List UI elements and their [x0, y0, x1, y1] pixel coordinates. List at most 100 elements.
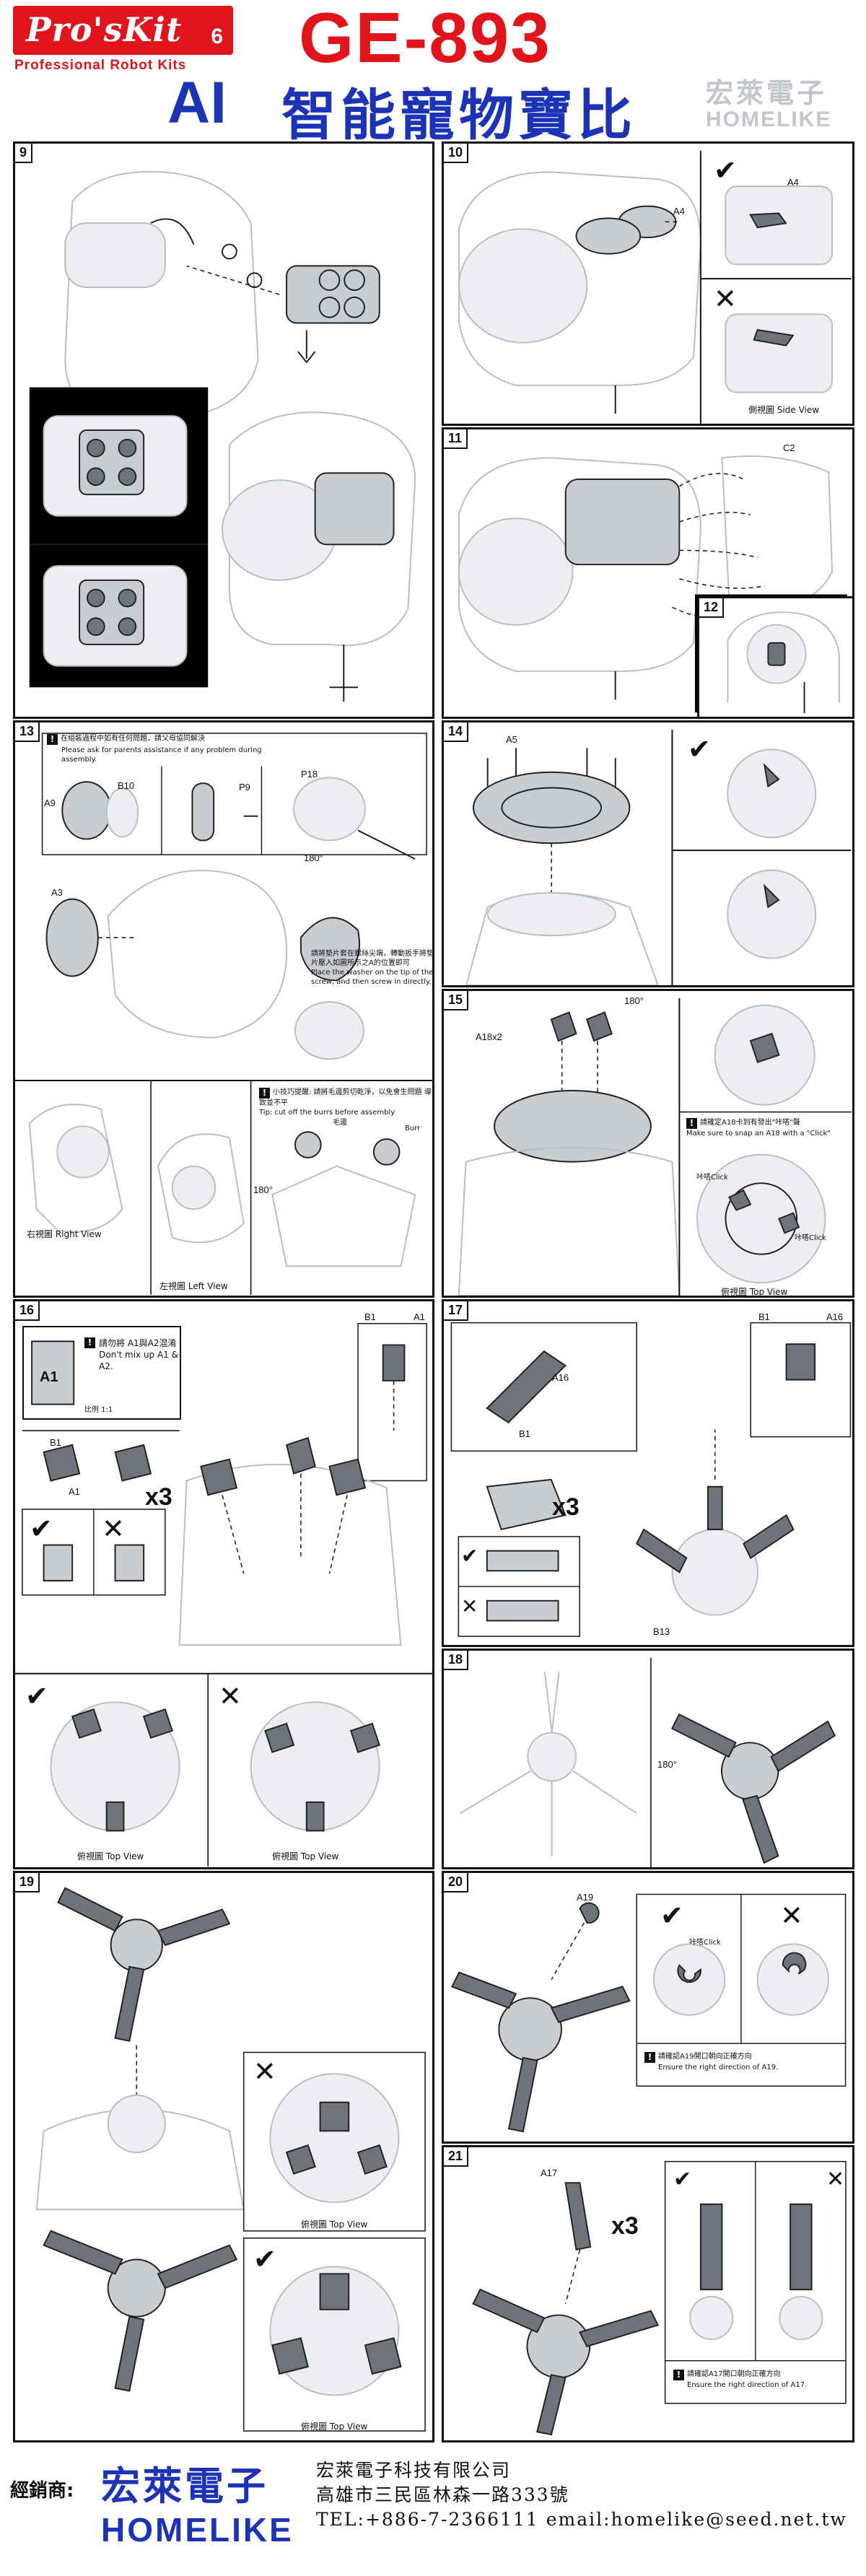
part-label-a16-2: A16	[826, 1311, 844, 1322]
part-label-p9: P9	[239, 782, 250, 793]
correct-check-icon: ✔	[25, 1680, 48, 1712]
leg-a17-illustration	[472, 2160, 847, 2436]
part-label-b10: B10	[118, 780, 135, 791]
incorrect-cross-icon: ✕	[253, 2056, 276, 2087]
model-number: GE-893	[299, 0, 551, 77]
proskit-logo: Pro'sKit 6	[13, 6, 233, 55]
step-19-panel: 19 ✕ ✔ 俯視圖 Top View 俯視圖 Top View	[13, 1871, 434, 2442]
part-label-b1-2: B1	[50, 1437, 61, 1448]
a19-note-en: Ensure the right direction of A19.	[658, 2064, 779, 2071]
correct-check-icon: ✔	[253, 2243, 276, 2275]
part-label-a3: A3	[51, 887, 63, 898]
distributor-contact: 宏萊電子科技有限公司 高雄市三民區林森一路333號 TEL:+886-7-236…	[316, 2458, 847, 2532]
distributor-label: 經銷商:	[10, 2480, 74, 2502]
part-label-a1-2: A1	[69, 1486, 80, 1497]
screw-closeup-illustration	[727, 611, 840, 714]
page-footer: 經銷商: 宏萊電子 HOMELIKE 宏萊電子科技有限公司 高雄市三民區林森一路…	[0, 2448, 866, 2576]
step-number: 15	[444, 991, 469, 1010]
a19-direction-note: !請確認A19開口朝向正確方向 Ensure the right directi…	[644, 2052, 847, 2072]
warning-icon: !	[84, 1337, 95, 1348]
scale-label: 比例 1:1	[84, 1406, 113, 1414]
step-number: 18	[444, 1651, 469, 1670]
mixup-en: Don't mix up A1 & A2.	[99, 1350, 178, 1371]
leg-a1-illustration	[15, 1322, 432, 1866]
step-16-panel: 16 A1 ! 請勿將 A1與A2混淆 Don't mix up A1 & A2…	[13, 1299, 434, 1869]
step-13-panel: 13 !在組裝過程中如有任何問題，請父母協同解決 Please ask for …	[13, 720, 434, 1298]
step-number: 14	[444, 722, 469, 742]
leg-flip-illustration	[459, 1657, 836, 1867]
quantity-x3: x3	[145, 1483, 172, 1511]
incorrect-cross-icon: ✕	[219, 1680, 242, 1712]
mixup-part-label: A1	[40, 1369, 58, 1385]
step-number: 12	[699, 598, 725, 618]
page-number: 6	[211, 25, 223, 48]
step-10-panel: 10 A4 A4 ✔ ✕ 側視圖 Side View	[442, 141, 854, 426]
part-label-a4-small: A4	[787, 177, 799, 188]
rotate-180-label-2: 180°	[253, 1184, 273, 1195]
part-label-a4: A4	[673, 206, 685, 217]
top-view-caption-ng: 俯視圖 Top View	[301, 2219, 368, 2230]
step-12-panel: 12	[697, 596, 854, 719]
washer-note: 請將墊片套在螺絲尖端，轉動扳手將墊片壓入如圖所示之A的位置即可 Place th…	[311, 949, 434, 987]
homelike-watermark: 宏萊電子 HOMELIKE	[706, 71, 857, 133]
parent-warning: !在組裝過程中如有任何問題，請父母協同解決 Please ask for par…	[47, 733, 285, 767]
warning-icon: !	[259, 1088, 270, 1099]
title-chinese: 智能寵物寶比	[281, 83, 637, 147]
a17-direction-note: !請確認A17開口朝向正確方向 Ensure the right directi…	[673, 2370, 849, 2390]
part-label-a9: A9	[44, 798, 56, 808]
click-tag-right: 咔嗒Click	[795, 1234, 826, 1242]
click-tag-left: 咔嗒Click	[696, 1174, 728, 1182]
a19-clip-illustration	[451, 1893, 847, 2133]
incorrect-cross-icon: ✕	[461, 1594, 478, 1618]
cover-a4-illustration	[458, 150, 852, 424]
step-number: 13	[15, 722, 40, 742]
step-number: 21	[444, 2147, 469, 2167]
company-name: 宏萊電子科技有限公司	[316, 2460, 512, 2481]
part-label-a16: A16	[552, 1372, 569, 1383]
part-label-b1-2: B1	[758, 1311, 770, 1322]
a17-note-en: Ensure the right direction of A17.	[687, 2381, 808, 2389]
company-address: 高雄市三民區林森一路333號	[316, 2484, 569, 2505]
top-view-caption-ok: 俯視圖 Top View	[77, 1851, 144, 1861]
burr-tip: !小技巧提醒: 請將毛邊剪切乾淨，以免會生問題 導致並不平 Tip: cut o…	[259, 1088, 432, 1117]
a18-clips-illustration	[458, 997, 852, 1296]
a5-ring-illustration	[465, 729, 852, 985]
part-label-a1: A1	[414, 1311, 425, 1322]
leg-mount-illustration	[35, 1887, 426, 2432]
company-contact: TEL:+886-7-2366111 email:homelike@seed.n…	[316, 2509, 847, 2530]
warning-cn: 在組裝過程中如有任何問題，請父母協同解決	[61, 735, 205, 743]
incorrect-cross-icon: ✕	[714, 283, 737, 315]
part-label-a19: A19	[577, 1892, 594, 1903]
click-tag: 咔嗒Click	[689, 1939, 721, 1947]
part-label-b13: B13	[653, 1626, 670, 1637]
correct-check-icon: ✔	[673, 2167, 692, 2192]
rotate-180-label: 180°	[657, 1759, 677, 1770]
correct-check-icon: ✔	[461, 1544, 478, 1568]
distributor-logo-cn: 宏萊電子	[101, 2463, 268, 2509]
burr-label-en: Burr	[405, 1125, 421, 1132]
correct-check-icon: ✔	[714, 154, 737, 186]
warning-icon: !	[644, 2052, 655, 2063]
washer-note-cn: 請將墊片套在螺絲尖端，轉動扳手將墊片壓入如圖所示之A的位置即可	[311, 950, 434, 967]
part-label-a17: A17	[541, 2167, 558, 2178]
brand-tagline: Professional Robot Kits	[14, 58, 187, 73]
mixup-warning-box: A1 ! 請勿將 A1與A2混淆 Don't mix up A1 & A2. 比…	[22, 1326, 181, 1420]
correct-check-icon: ✔	[688, 733, 711, 765]
step-20-panel: 20 A19 ✔ ✕ 咔嗒Click !請確認A19開口朝向正確方向 Ensur…	[442, 1871, 854, 2144]
correct-check-icon: ✔	[660, 1900, 683, 1931]
part-label-a5: A5	[506, 734, 517, 745]
incorrect-cross-icon: ✕	[102, 1513, 125, 1545]
top-view-caption-ok: 俯視圖 Top View	[301, 2422, 368, 2432]
part-label-b1: B1	[364, 1311, 376, 1322]
click-note-en: Make sure to snap an A18 with a "Click"	[686, 1130, 831, 1138]
incorrect-cross-icon: ✕	[780, 1900, 803, 1931]
step-number: 11	[444, 429, 468, 449]
step-number: 17	[444, 1301, 469, 1321]
page-header: Pro'sKit 6 Professional Robot Kits GE-89…	[0, 0, 866, 147]
rotate-180-label: 180°	[624, 995, 644, 1006]
watermark-cn: 宏萊電子	[706, 77, 828, 109]
a17-note-cn: 請確認A17開口朝向正確方向	[687, 2370, 781, 2378]
quantity-x3: x3	[611, 2212, 639, 2240]
distributor-logo-en: HOMELIKE	[101, 2511, 294, 2549]
warning-en: Please ask for parents assistance if any…	[61, 746, 262, 764]
